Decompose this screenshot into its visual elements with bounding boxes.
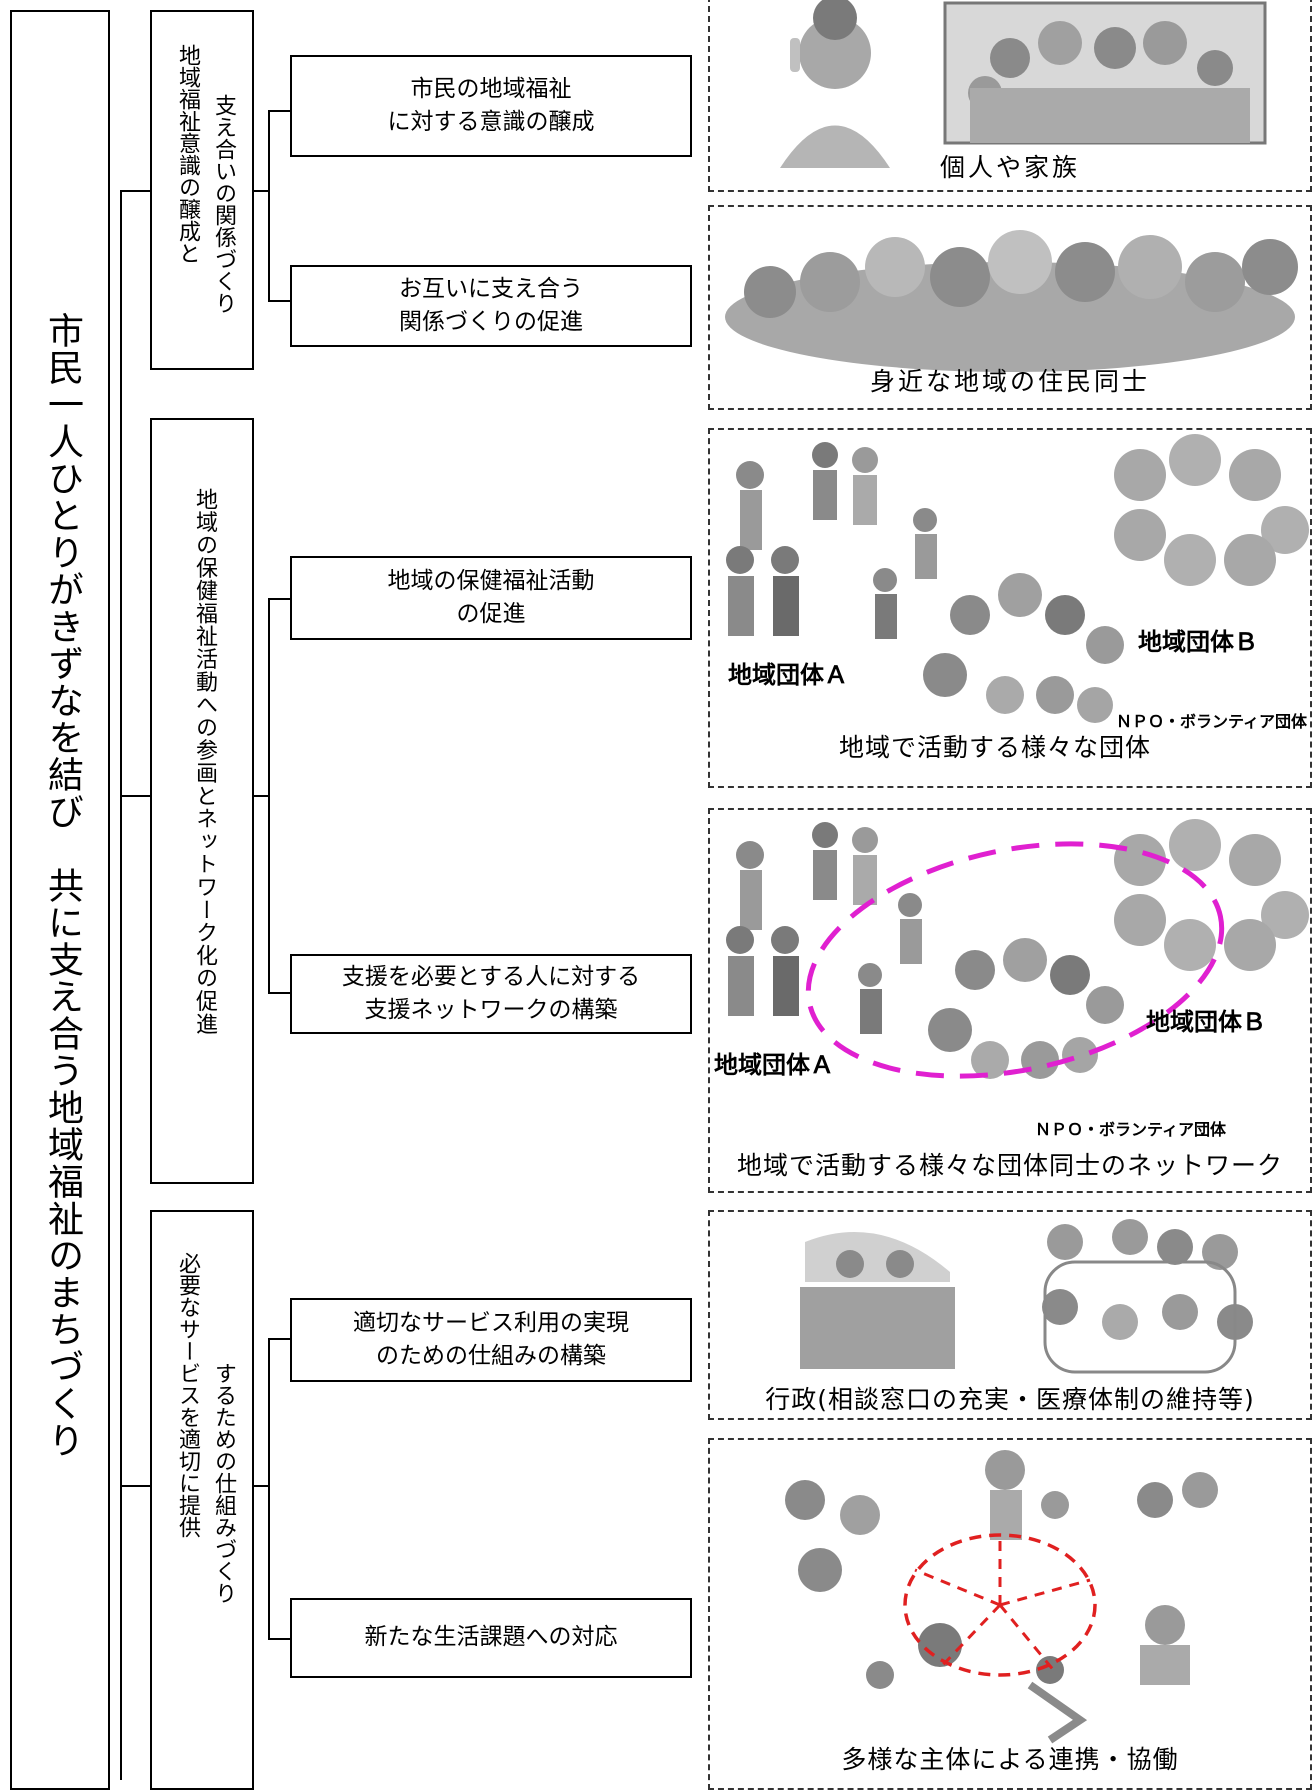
panel-government: 行政(相談窓口の充実・医療体制の維持等) bbox=[708, 1210, 1312, 1420]
community-groups-illustration bbox=[726, 434, 1309, 723]
cooperation-illustration bbox=[785, 1450, 1218, 1744]
label-group-a: 地域団体Ａ bbox=[728, 661, 848, 689]
strategy-box-6: 新たな生活課題への対応 bbox=[290, 1598, 692, 1678]
goal-2-line-1: 地域の保健福祉活動への参画とネットワーク化の促進 bbox=[192, 488, 217, 1036]
government-illustration bbox=[800, 1219, 1253, 1374]
goal-3-line-2: 必要なサービスを適切に提供 bbox=[175, 1252, 200, 1538]
strategy-box-3: 地域の保健福祉活動 の促進 bbox=[290, 556, 692, 640]
caption-neighbors: 身近な地域の住民同士 bbox=[869, 367, 1150, 396]
label-group-b-network: 地域団体Ｂ bbox=[1146, 1008, 1266, 1036]
cooperation-dashed-circle bbox=[903, 1533, 1097, 1677]
caption-government: 行政(相談窓口の充実・医療体制の維持等) bbox=[765, 1385, 1255, 1414]
label-npo: ＮＰＯ・ボランティア団体 bbox=[1116, 712, 1308, 731]
panel-group-network: 地域団体Ａ 地域団体Ｂ ＮＰＯ・ボランティア団体 地域で活動する様々な団体同士の… bbox=[708, 808, 1312, 1193]
panel-neighbors: 身近な地域の住民同士 bbox=[708, 205, 1312, 410]
group-network-illustration bbox=[726, 819, 1309, 1079]
main-theme-text: 市民一人ひとりがきずなを結び 共に支え合う地域福祉のまちづくり bbox=[42, 312, 83, 1459]
goal-1-line-2: 地域福祉意識の醸成と bbox=[175, 44, 200, 264]
strategy-box-1: 市民の地域福祉 に対する意識の醸成 bbox=[290, 55, 692, 157]
panel-individual-family: 個人や家族 bbox=[708, 0, 1312, 192]
caption-group-network: 地域で活動する様々な団体同士のネットワーク bbox=[736, 1151, 1283, 1180]
goal-1-line-1: 支え合いの関係づくり bbox=[211, 94, 236, 314]
label-group-b: 地域団体Ｂ bbox=[1138, 628, 1258, 656]
goal-box-3: するための仕組みづくり 必要なサービスを適切に提供 bbox=[150, 1210, 254, 1790]
main-theme-box: 市民一人ひとりがきずなを結び 共に支え合う地域福祉のまちづくり bbox=[10, 10, 110, 1790]
family-illustration bbox=[780, 0, 1267, 168]
strategy-box-4: 支援を必要とする人に対する 支援ネットワークの構築 bbox=[290, 954, 692, 1034]
neighbors-illustration bbox=[725, 230, 1298, 372]
panel-community-groups: 地域団体Ａ 地域団体Ｂ ＮＰＯ・ボランティア団体 地域で活動する様々な団体 bbox=[708, 428, 1312, 788]
strategy-box-5: 適切なサービス利用の実現 のための仕組みの構築 bbox=[290, 1298, 692, 1382]
caption-individual-family: 個人や家族 bbox=[939, 153, 1080, 182]
label-group-a-network: 地域団体Ａ bbox=[714, 1051, 834, 1079]
panel-cooperation: 多様な主体による連携・協働 bbox=[708, 1438, 1312, 1790]
goal-3-line-1: するための仕組みづくり bbox=[211, 1362, 236, 1604]
network-dashed-ellipse bbox=[805, 841, 1225, 1079]
goal-box-1: 支え合いの関係づくり 地域福祉意識の醸成と bbox=[150, 10, 254, 370]
goal-box-2: 地域の保健福祉活動への参画とネットワーク化の促進 bbox=[150, 418, 254, 1184]
cooperation-spokes bbox=[914, 1535, 1091, 1673]
label-npo-network: ＮＰＯ・ボランティア団体 bbox=[1035, 1120, 1227, 1139]
caption-community-groups: 地域で活動する様々な団体 bbox=[838, 733, 1151, 762]
strategy-box-2: お互いに支え合う 関係づくりの促進 bbox=[290, 265, 692, 347]
caption-cooperation: 多様な主体による連携・協働 bbox=[841, 1745, 1179, 1774]
